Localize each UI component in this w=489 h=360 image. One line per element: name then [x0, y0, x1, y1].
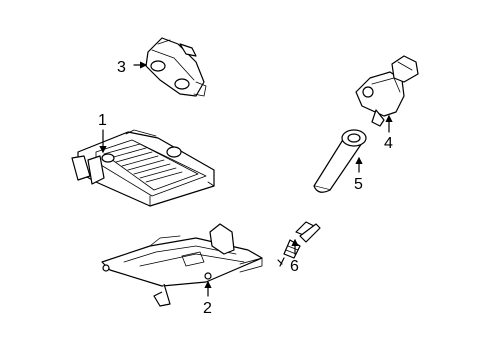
part-4-coil: [355, 55, 419, 127]
callout-6: 6: [290, 258, 299, 275]
part-5-boot: [313, 129, 367, 193]
part-2-bracket: [101, 223, 263, 307]
callout-5: 5: [354, 176, 363, 193]
callout-3: 3: [117, 59, 126, 76]
callout-4: 4: [384, 135, 393, 152]
callout-2: 2: [203, 300, 212, 317]
part-6-spark-plug: [277, 221, 321, 267]
callout-labels: 3 1 2 4 5 6: [98, 59, 393, 317]
part-3-sensor: [145, 37, 207, 97]
callout-arrows: [99, 61, 393, 297]
part-1-module: [71, 129, 215, 207]
callout-1: 1: [98, 112, 107, 129]
